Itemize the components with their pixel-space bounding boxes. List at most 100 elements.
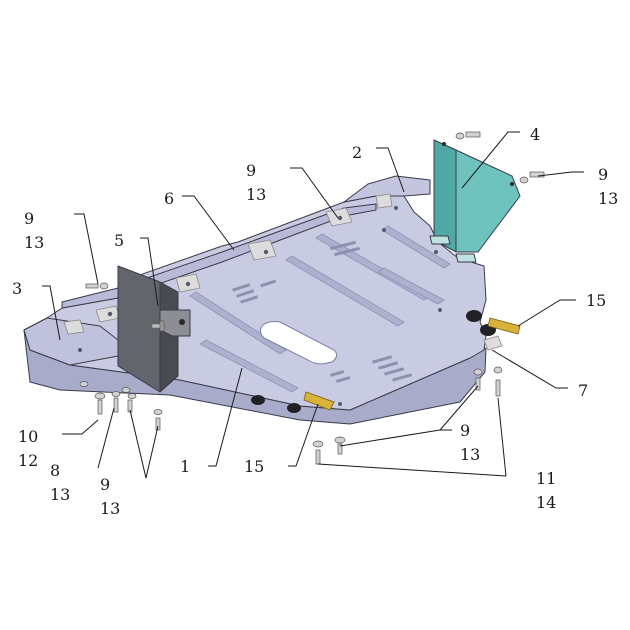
bolt (529, 171, 545, 178)
leader-9-bottom-right-a (339, 429, 452, 447)
vent-slot (236, 289, 255, 298)
leader-10 (62, 419, 99, 435)
callout-9-top: 9 (246, 161, 256, 180)
callout-9-top-left: 9 (24, 209, 34, 228)
yellow-clips (303, 317, 521, 411)
mount-hole (263, 249, 269, 255)
bolt (113, 397, 119, 413)
mount-bracket (375, 193, 393, 209)
leader-7 (491, 349, 568, 389)
washer (312, 440, 324, 448)
rubber-stop (287, 403, 301, 413)
bolt (495, 379, 501, 397)
callout-8: 8 (50, 461, 60, 480)
leader-9-top-left (74, 213, 99, 285)
bolt-head (159, 320, 165, 332)
callout-9-bottom-left: 9 (100, 475, 110, 494)
callout-15-right: 15 (586, 291, 606, 310)
guard-bolt-hole (179, 319, 185, 325)
mount-hole (434, 250, 438, 254)
washer (99, 282, 109, 290)
washer (153, 409, 163, 415)
callout-2: 2 (352, 143, 362, 162)
leader-6 (182, 195, 235, 251)
rib (199, 339, 299, 393)
vent-slots (232, 240, 413, 383)
vent-slot (372, 355, 393, 364)
leader-11-a (317, 463, 507, 477)
washer (94, 392, 106, 400)
guard-bolt-hole (442, 142, 446, 146)
callout-8-13: 13 (50, 485, 70, 504)
callout-10: 10 (18, 427, 38, 446)
leader-9-bottom-left-a (97, 407, 115, 469)
vent-slot (329, 370, 345, 377)
vent-slot (330, 240, 357, 251)
right-guard-panel (455, 149, 521, 253)
left-guard-panel (117, 265, 161, 393)
leader-2 (376, 147, 405, 193)
vent-slot (392, 373, 413, 382)
washer (493, 366, 503, 374)
mount-hole (394, 206, 398, 210)
callout-9-bottom-left-13: 13 (100, 499, 120, 518)
mount-holes (78, 206, 442, 406)
leader-15-bottom (288, 403, 319, 467)
leader-3 (42, 285, 61, 341)
callout-11-14: 14 (536, 493, 556, 512)
vent-slot (240, 295, 259, 304)
mount-bracket (63, 319, 85, 335)
mount-hole (338, 402, 342, 406)
washer (519, 176, 529, 184)
mount-hole (185, 281, 191, 287)
callout-15-bottom: 15 (244, 457, 264, 476)
clip-15-right (487, 317, 521, 335)
mount-hole (337, 215, 343, 221)
callout-9-top-right-13: 13 (598, 189, 618, 208)
rubber-stops (251, 310, 496, 413)
leader-4 (461, 131, 520, 189)
stiffener-ribs (189, 225, 451, 393)
callout-5: 5 (114, 231, 124, 250)
rubber-stop (466, 310, 482, 322)
callout-6: 6 (164, 189, 174, 208)
bolt (97, 399, 103, 415)
rib (285, 255, 405, 327)
callout-7: 7 (578, 381, 588, 400)
vent-slot (384, 367, 405, 376)
right-guard-side (433, 139, 457, 253)
left-guard-flange (159, 309, 191, 337)
bolt (475, 377, 481, 391)
callout-11: 11 (536, 469, 556, 488)
callout-9-top-left-13: 13 (24, 233, 44, 252)
mount-bracket (483, 335, 503, 351)
callout-1: 1 (180, 457, 190, 476)
leader-lines (42, 131, 584, 479)
callout-9-bottom-right-13: 13 (460, 445, 480, 464)
leader-15-right (517, 299, 576, 327)
vent-slot (335, 376, 351, 383)
mount-hole (107, 311, 113, 317)
washer (121, 387, 131, 393)
rib (381, 225, 451, 269)
drain-opening (259, 321, 338, 365)
leader-9-top-right (537, 171, 584, 177)
vent-slot (260, 279, 277, 288)
mount-hole (382, 228, 386, 232)
callout-10-12: 12 (18, 451, 38, 470)
fasteners (79, 131, 545, 465)
guard-bolt-hole (510, 182, 514, 186)
leader-9-bottom-left-c (145, 425, 159, 479)
washer (334, 436, 346, 444)
vent-slot (232, 283, 251, 292)
guard-bolt-9 (151, 320, 165, 332)
bolt (337, 443, 343, 455)
leader-5 (140, 237, 159, 307)
rubber-stop (251, 395, 265, 405)
callout-4: 4 (530, 125, 540, 144)
right-side-guard (429, 139, 521, 263)
washer (111, 391, 121, 397)
mount-bracket (247, 239, 277, 261)
